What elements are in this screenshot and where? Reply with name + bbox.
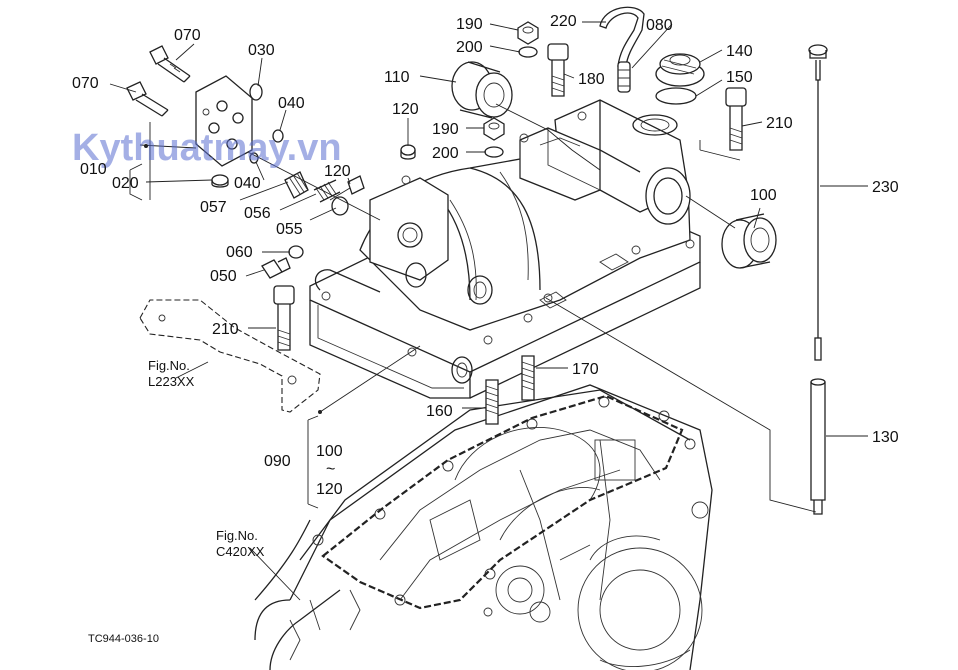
o-ring-150 (655, 87, 697, 105)
fig-c420-title: Fig.No. (216, 528, 258, 543)
o-ring-040-lower (249, 152, 259, 164)
label-060: 060 (226, 244, 253, 261)
spring-057 (284, 171, 309, 199)
label-180: 180 (578, 71, 605, 88)
part-labels: 070 070 030 040 010 020 040 057 056 055 … (72, 13, 899, 645)
fig-c420-code: C420XX (216, 544, 265, 559)
poppet-120 (347, 175, 365, 195)
bolt-210-left (273, 285, 295, 351)
plug-120-upper (400, 144, 416, 160)
bolt-180 (547, 43, 569, 97)
label-120-upper: 120 (392, 101, 419, 118)
bolt-070-lower (126, 81, 169, 117)
label-030: 030 (248, 42, 275, 59)
nut-190-lower (483, 117, 505, 141)
o-ring-040-upper (272, 129, 284, 143)
watermark: Kythuatmay.vn (72, 127, 342, 169)
label-150: 150 (726, 69, 753, 86)
ring-055 (331, 196, 349, 216)
bolt-070-upper (149, 45, 191, 83)
label-130: 130 (872, 429, 899, 446)
label-120-left: 120 (324, 163, 351, 180)
filler-cap-140 (655, 53, 705, 87)
label-057: 057 (200, 199, 227, 216)
bolt-210-right (725, 87, 747, 151)
label-range-top: 100 (316, 443, 343, 460)
label-020: 020 (112, 175, 139, 192)
label-230: 230 (872, 179, 899, 196)
drawing-code: TC944-036-10 (88, 633, 159, 645)
label-100: 100 (750, 187, 777, 204)
stud-160 (485, 379, 499, 425)
o-ring-030 (249, 83, 263, 101)
valve-plate-010 (195, 75, 253, 167)
label-220: 220 (550, 13, 577, 30)
nut-190-upper (517, 21, 539, 45)
label-210-right: 210 (766, 115, 793, 132)
label-050: 050 (210, 268, 237, 285)
transmission-case (254, 384, 713, 670)
label-140: 140 (726, 43, 753, 60)
label-200-upper: 200 (456, 39, 483, 56)
leader-lines (109, 21, 868, 601)
dipstick-230 (808, 44, 828, 361)
label-070-lower: 070 (72, 75, 99, 92)
washer-200-upper (518, 46, 538, 58)
washer-060 (288, 245, 304, 259)
label-040-upper: 040 (278, 95, 305, 112)
hose-220 (599, 6, 645, 67)
label-160: 160 (426, 403, 453, 420)
tube-130 (810, 378, 826, 515)
label-210-left: 210 (212, 321, 239, 338)
breather-080 (617, 61, 631, 93)
washer-200-lower (484, 146, 504, 158)
label-range-sep: ~ (326, 461, 335, 478)
label-080: 080 (646, 17, 673, 34)
label-055: 055 (276, 221, 303, 238)
label-010: 010 (80, 161, 107, 178)
label-200-lower: 200 (432, 145, 459, 162)
stud-170 (521, 355, 535, 401)
plug-050 (261, 257, 291, 279)
label-range-bottom: 120 (316, 481, 343, 498)
fig-l223-title: Fig.No. (148, 358, 190, 373)
cylinder-case (309, 99, 701, 399)
label-170: 170 (572, 361, 599, 378)
label-190-lower: 190 (432, 121, 459, 138)
label-090: 090 (264, 453, 291, 470)
gasket-outline (321, 394, 684, 610)
plug-020 (211, 174, 229, 188)
label-110: 110 (384, 69, 410, 86)
fig-l223-code: L223XX (148, 374, 195, 389)
bushing-100 (721, 213, 777, 269)
label-040-lower: 040 (234, 175, 261, 192)
label-070-upper: 070 (174, 27, 201, 44)
bushing-110 (451, 61, 513, 119)
bracket-l223-outline (139, 299, 321, 413)
label-190-upper: 190 (456, 16, 483, 33)
label-056: 056 (244, 205, 271, 222)
